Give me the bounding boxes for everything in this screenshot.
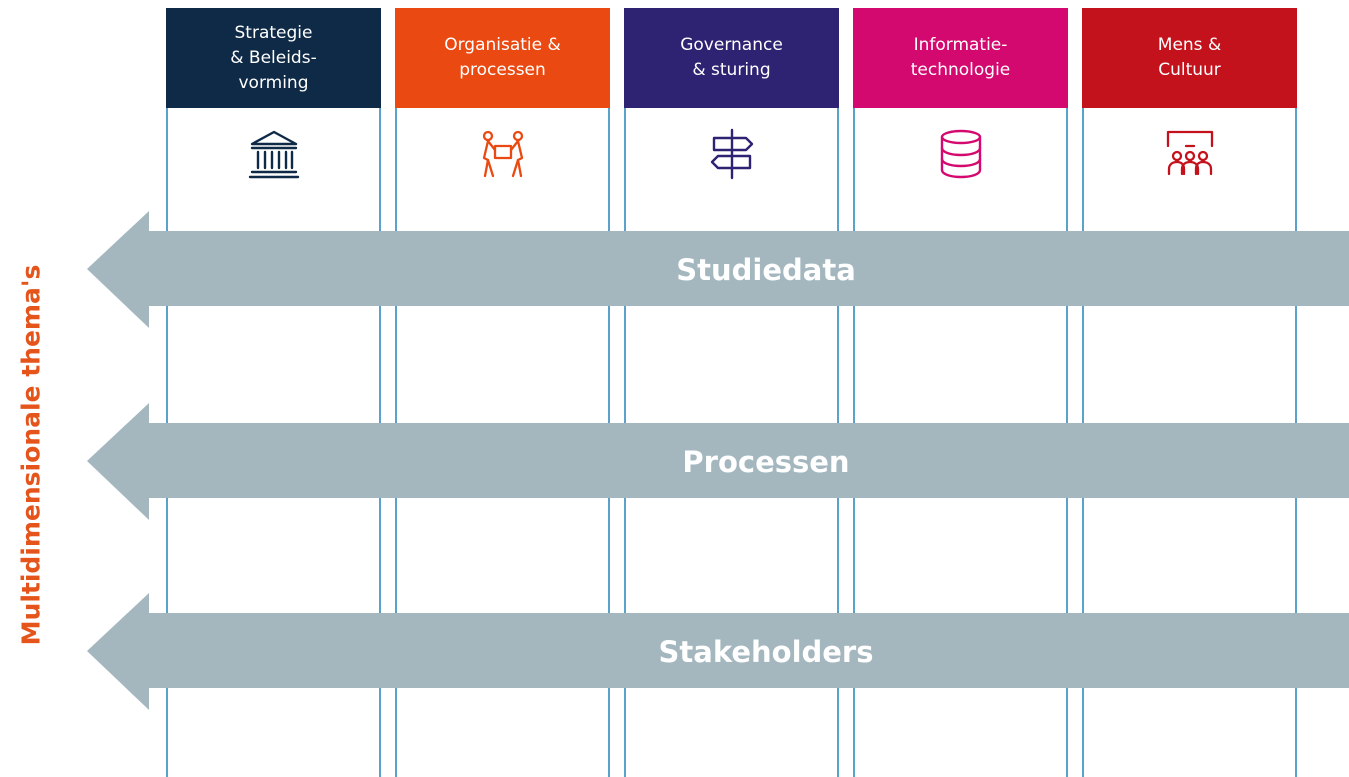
column-header: Informatie- technologie	[853, 8, 1068, 108]
database-icon	[931, 124, 991, 184]
people-carrying-box-icon	[473, 124, 533, 184]
column-header: Mens & Cultuur	[1082, 8, 1297, 108]
presentation-audience-icon	[1160, 124, 1220, 184]
arrow-shape	[87, 593, 1349, 710]
arrow-shape	[87, 211, 1349, 328]
column-mens-cultuur: Mens & Cultuur	[1082, 8, 1297, 777]
theme-label: Studiedata	[676, 252, 856, 287]
column-informatietechnologie: Informatie- technologie	[853, 8, 1068, 777]
column-strategie: Strategie & Beleids- vorming	[166, 8, 381, 777]
column-organisatie: Organisatie & processen	[395, 8, 610, 777]
column-header: Governance & sturing	[624, 8, 839, 108]
theme-arrow-processen: Processen	[87, 403, 1349, 520]
theme-arrow-stakeholders: Stakeholders	[87, 593, 1349, 710]
side-label: Multidimensionale thema's	[16, 264, 46, 646]
theme-arrow-studiedata: Studiedata	[87, 211, 1349, 328]
column-governance: Governance & sturing	[624, 8, 839, 777]
arrow-shape	[87, 403, 1349, 520]
building-columns-icon	[244, 124, 304, 184]
column-header: Strategie & Beleids- vorming	[166, 8, 381, 108]
column-header: Organisatie & processen	[395, 8, 610, 108]
signpost-icon	[702, 124, 762, 184]
theme-label: Stakeholders	[658, 634, 874, 669]
theme-label: Processen	[682, 444, 850, 479]
